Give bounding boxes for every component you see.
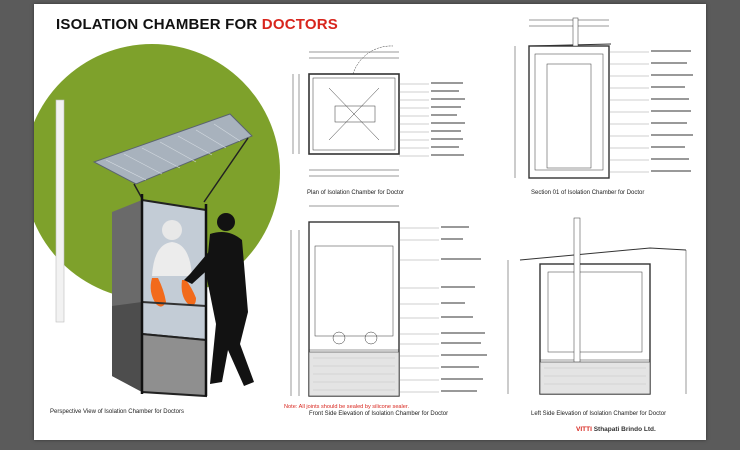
chamber-outline	[308, 73, 400, 155]
sheet-title: ISOLATION CHAMBER FOR DOCTORS	[56, 16, 338, 33]
caption-plan: Plan of Isolation Chamber for Doctor	[307, 190, 405, 196]
plan-drawing	[292, 45, 465, 177]
inner-outline	[312, 77, 396, 151]
counter-shelf	[141, 301, 207, 307]
caption-perspective: Perspective View of Isolation Chamber fo…	[50, 409, 184, 415]
panel-hatch	[544, 367, 646, 385]
exhaust-pipe-section	[572, 17, 579, 47]
right-glove	[181, 280, 196, 306]
sealing-note: Note: All joints should be sealed by sil…	[284, 404, 410, 410]
exhaust-pipe	[55, 99, 65, 323]
annotation-blocks	[431, 82, 465, 156]
section-drawing	[514, 17, 693, 179]
brand-rest: Sthapati Brindo Ltd.	[593, 426, 656, 433]
brand-accent: VITTI	[576, 426, 592, 433]
leader-lines	[609, 51, 649, 173]
roof-corrugation	[105, 123, 241, 181]
chamber-outline	[528, 45, 610, 179]
leader-lines	[399, 83, 429, 157]
annotation-blocks	[651, 50, 693, 172]
side-lower-panel	[539, 361, 651, 395]
counter	[334, 105, 376, 123]
drawing-sheet: ISOLATION CHAMBER FOR DOCTORS	[34, 4, 706, 440]
left-elevation-drawing	[507, 217, 687, 395]
glove-port	[332, 331, 346, 345]
left-glove	[150, 278, 166, 307]
company-brand: VITTI Sthapati Brindo Ltd.	[576, 426, 656, 433]
title-accent: DOCTORS	[261, 16, 338, 33]
inner-outline	[534, 53, 604, 171]
front-elevation-drawing	[290, 205, 487, 397]
lower-front-panel	[141, 332, 207, 398]
caption-front: Front Side Elevation of Isolation Chambe…	[309, 411, 449, 417]
caption-left: Left Side Elevation of Isolation Chamber…	[531, 411, 667, 417]
roof-profile	[519, 247, 687, 261]
annotation-blocks	[441, 226, 487, 392]
glass-panel	[547, 271, 643, 353]
door-frame	[546, 63, 592, 169]
doctor-body	[152, 242, 192, 276]
leader-lines	[399, 227, 439, 393]
title-main: ISOLATION CHAMBER FOR	[56, 16, 258, 33]
patient-silhouette	[184, 213, 254, 386]
roof-strut	[203, 137, 249, 203]
doctor-head	[162, 220, 182, 240]
glove-port	[364, 331, 378, 345]
roof-line	[528, 43, 612, 47]
perspective-illustration	[34, 44, 280, 398]
caption-section: Section 01 of Isolation Chamber for Doct…	[531, 190, 645, 196]
panel-hatch	[313, 357, 395, 391]
cabin-side-lower	[112, 302, 142, 392]
glass-panel	[314, 245, 394, 337]
door-swing	[352, 45, 394, 75]
diagonal	[328, 87, 380, 141]
